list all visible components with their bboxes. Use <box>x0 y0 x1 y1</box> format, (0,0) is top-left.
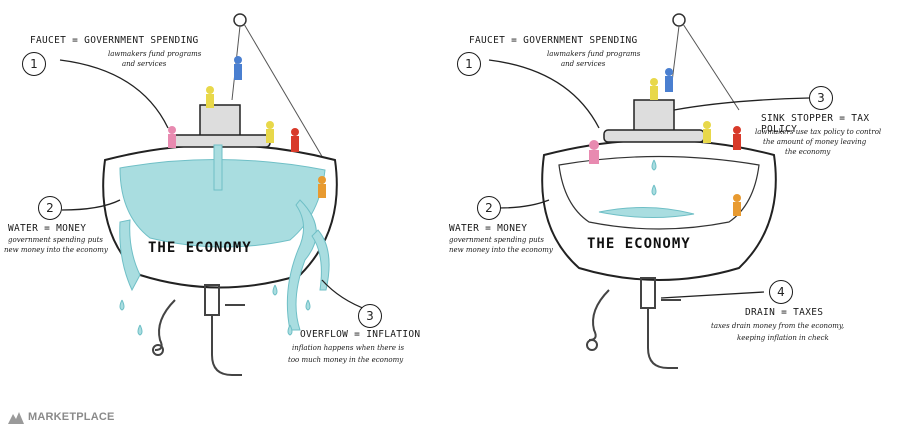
callout-number: 3 <box>358 304 382 328</box>
callout-number: 1 <box>457 52 481 76</box>
faucet-subtitle: lawmakers fund programs <box>547 50 641 58</box>
stopper-subtitle-3: the economy <box>785 148 831 156</box>
faucet-stream <box>213 144 223 191</box>
economy-label: THE ECONOMY <box>587 236 691 252</box>
figure-yellow-icon <box>650 78 658 100</box>
drain-pipe <box>586 277 681 369</box>
figure-orange-icon <box>733 194 741 216</box>
drain-subtitle: taxes drain money from the economy, <box>711 322 845 330</box>
figure-red-icon <box>733 126 741 150</box>
callout-number: 3 <box>809 86 833 110</box>
figure-orange-icon <box>318 176 326 198</box>
water-drop <box>137 324 143 336</box>
figure-pink-icon <box>168 126 176 148</box>
water-drop <box>651 184 657 196</box>
overflowing-sink-illustration <box>59 13 369 376</box>
drain-title: DRAIN = TAXES <box>745 307 824 318</box>
overflow-subtitle: inflation happens when there is <box>292 344 405 352</box>
figure-pink-icon <box>589 140 599 164</box>
figure-blue-icon <box>234 56 242 80</box>
water-drop <box>305 299 311 311</box>
marketplace-logo-icon <box>8 412 24 424</box>
callout-number: 2 <box>477 196 501 220</box>
stopper-subtitle: lawmakers use tax policy to control <box>755 128 882 136</box>
faucet-subtitle-2: and services <box>122 60 167 68</box>
drained-sink-illustration <box>488 13 810 369</box>
overflow-stream-right2 <box>311 229 330 291</box>
water-subtitle: government spending puts <box>8 236 104 244</box>
faucet-subtitle: lawmakers fund programs <box>108 50 202 58</box>
figure-yellow2-icon <box>266 121 274 143</box>
water-drop <box>287 324 293 336</box>
callout-number: 1 <box>22 52 46 76</box>
figure-red-icon <box>291 128 299 152</box>
marketplace-logo: MARKETPLACE <box>8 408 115 426</box>
water-title: WATER = MONEY <box>8 223 87 234</box>
right-panel: 1 FAUCET = GOVERNMENT SPENDING lawmakers… <box>449 0 897 432</box>
water-subtitle: government spending puts <box>449 236 545 244</box>
overflow-subtitle-2: too much money in the economy <box>288 356 404 364</box>
figure-yellow-icon <box>206 86 214 108</box>
water-drop <box>272 284 278 296</box>
figure-blue-icon <box>665 68 673 92</box>
left-panel: 1 FAUCET = GOVERNMENT SPENDING lawmakers… <box>0 0 448 432</box>
overflow-title: OVERFLOW = INFLATION <box>300 329 421 340</box>
drain-subtitle-2: keeping inflation in check <box>737 334 829 342</box>
callout-number: 2 <box>38 196 62 220</box>
water-subtitle-2: new money into the economy <box>449 246 553 254</box>
callout-number: 4 <box>769 280 793 304</box>
figure-yellow2-icon <box>703 121 711 143</box>
water-subtitle-2: new money into the economy <box>4 246 108 254</box>
water-title: WATER = MONEY <box>449 223 528 234</box>
drain-pipe <box>152 284 245 376</box>
faucet-title: FAUCET = GOVERNMENT SPENDING <box>469 35 638 46</box>
stopper-subtitle-2: the amount of money leaving <box>763 138 867 146</box>
water-drop <box>651 159 657 171</box>
water-drop <box>119 299 125 311</box>
water-fill <box>119 158 326 248</box>
economy-label: THE ECONOMY <box>148 240 252 256</box>
overflow-stream-left <box>119 219 141 292</box>
faucet-subtitle-2: and services <box>561 60 606 68</box>
stopper-title: SINK STOPPER = TAX POLICY <box>761 113 870 135</box>
logo-text: MARKETPLACE <box>28 411 115 423</box>
faucet-title: FAUCET = GOVERNMENT SPENDING <box>30 35 199 46</box>
water-puddle <box>598 207 695 219</box>
